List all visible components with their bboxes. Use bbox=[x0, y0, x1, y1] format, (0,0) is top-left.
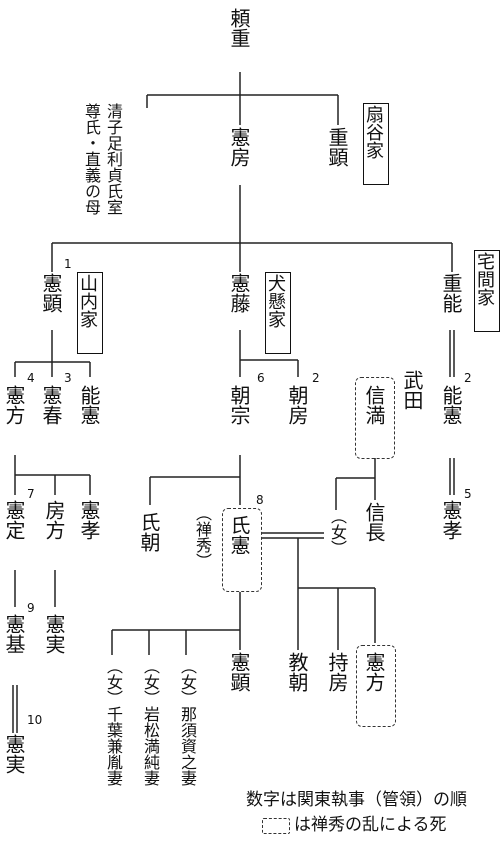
person-norizane: 憲実 bbox=[42, 614, 66, 654]
person-yorishige: 頼重 bbox=[227, 8, 251, 48]
person-norizaki: 憲顕 bbox=[39, 273, 63, 313]
person-fusakata: 房方 bbox=[42, 500, 66, 540]
person-noritaka: 憲孝 bbox=[77, 500, 101, 540]
person-nobumitsu: 信満 bbox=[362, 385, 386, 425]
order-number: 5 bbox=[464, 487, 472, 501]
person-tomofusa: 朝房 bbox=[285, 385, 309, 425]
death-frame-norikata bbox=[356, 645, 396, 727]
person-wife-nasu: （女）那須資之妻 bbox=[178, 658, 197, 786]
house-label-inukake: 犬懸家 bbox=[265, 274, 286, 328]
order-number: 7 bbox=[27, 487, 35, 501]
person-norikata2: 憲方 bbox=[362, 652, 386, 692]
legend-death-swatch bbox=[262, 818, 290, 834]
order-number: 6 bbox=[257, 371, 265, 385]
person-norimoto: 憲基 bbox=[2, 614, 26, 654]
person-wife-chiba: （女）千葉兼胤妻 bbox=[104, 658, 123, 786]
order-number: 10 bbox=[27, 713, 43, 727]
person-shigeaki: 重顕 bbox=[325, 127, 349, 167]
legend-death-note: は禅秀の乱による死 bbox=[294, 815, 447, 835]
person-noriaki2: 憲顕 bbox=[227, 652, 251, 692]
legend-order-note: 数字は関東執事（管領）の順 bbox=[246, 790, 467, 810]
house-frame-yamanouchi bbox=[77, 272, 103, 354]
person-shigeyoshi: 重能 bbox=[439, 273, 463, 313]
person-sister-label: 尊氏・直義の母 bbox=[82, 103, 101, 215]
house-label-takuma: 宅間家 bbox=[474, 252, 495, 306]
death-frame-ujinori bbox=[222, 508, 262, 592]
house-frame-inukake bbox=[265, 272, 291, 354]
order-number: 1 bbox=[64, 257, 72, 271]
house-frame-ougigayatsu bbox=[363, 103, 389, 185]
person-yoshinori: 能憲 bbox=[77, 385, 101, 425]
person-norifusa: 憲房 bbox=[227, 127, 251, 167]
person-yoshinori2: 能憲 bbox=[439, 385, 463, 425]
person-daughter-of-nobumitsu: （女） bbox=[328, 508, 347, 556]
label-takeda: 武田 bbox=[400, 370, 424, 410]
order-number: 3 bbox=[64, 371, 72, 385]
order-number: 4 bbox=[27, 371, 35, 385]
person-ujitomo: 氏朝 bbox=[137, 512, 161, 552]
person-wife-iwamatsu: （女）岩松満純妻 bbox=[141, 658, 160, 786]
person-noritaka2: 憲孝 bbox=[439, 500, 463, 540]
person-norikata: 憲方 bbox=[2, 385, 26, 425]
person-zenshu: （禅秀） bbox=[193, 505, 212, 569]
person-seishi: 清子足利貞氏室 bbox=[104, 103, 123, 215]
order-number: 9 bbox=[27, 601, 35, 615]
house-label-yamanouchi: 山内家 bbox=[77, 274, 98, 328]
person-motofusa: 持房 bbox=[325, 652, 349, 692]
person-norizane3: 憲実 bbox=[2, 734, 26, 774]
order-number: 2 bbox=[464, 371, 472, 385]
person-noriharu: 憲春 bbox=[39, 385, 63, 425]
person-ujinori: 氏憲 bbox=[227, 515, 251, 555]
order-number: 8 bbox=[256, 493, 264, 507]
death-frame-nobumitsu bbox=[355, 377, 395, 459]
house-label-ougigayatsu: 扇谷家 bbox=[363, 105, 384, 159]
person-noritomo: 教朝 bbox=[285, 652, 309, 692]
person-norisada: 憲定 bbox=[2, 500, 26, 540]
person-tomomune: 朝宗 bbox=[227, 385, 251, 425]
person-norifuji: 憲藤 bbox=[227, 273, 251, 313]
order-number: 2 bbox=[312, 371, 320, 385]
person-nobunaga: 信長 bbox=[362, 502, 386, 542]
